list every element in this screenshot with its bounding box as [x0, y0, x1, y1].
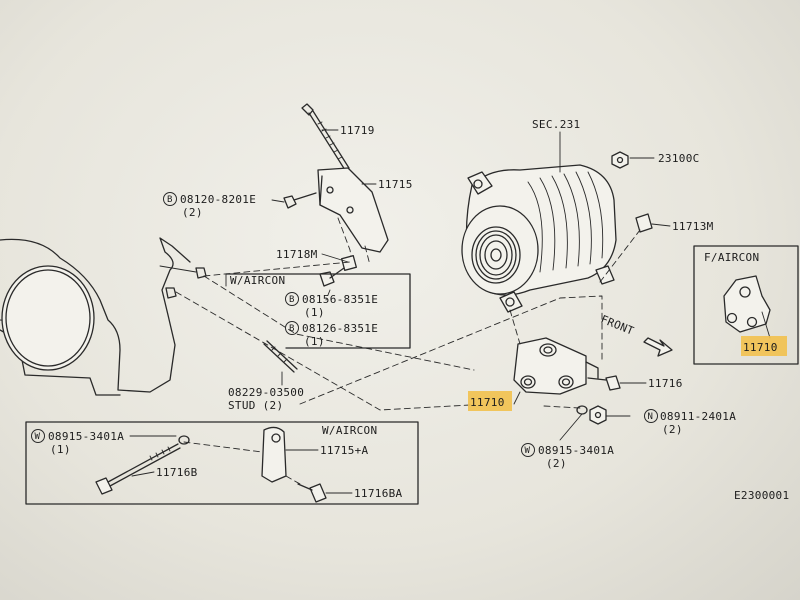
svg-text:B: B	[167, 195, 173, 205]
svg-text:B: B	[289, 295, 295, 305]
label-11719: 11719	[340, 124, 375, 137]
circle-b-08126: B	[285, 321, 299, 335]
label-08911: 08911-2401A	[660, 410, 736, 423]
label-08915-left-qty: (1)	[50, 443, 71, 456]
highlight-11710-main	[468, 391, 512, 411]
label-08120-qty: (2)	[182, 206, 203, 219]
circle-b-08120: B	[163, 192, 177, 206]
assembly-dashed-lines	[175, 229, 641, 411]
label-11716b: 11716B	[156, 466, 198, 479]
circle-w-08915-left: W	[31, 429, 45, 443]
faircon-box	[693, 245, 799, 365]
label-11716: 11716	[648, 377, 683, 390]
label-11716ba: 11716BA	[354, 487, 403, 500]
label-11713m: 11713M	[672, 220, 714, 233]
nut-08911	[589, 405, 631, 425]
label-08915-right-qty: (2)	[546, 457, 567, 470]
label-11715: 11715	[378, 178, 413, 191]
label-08911-qty: (2)	[662, 423, 683, 436]
waircon-box-2	[25, 421, 419, 505]
label-08126: 08126-8351E	[302, 322, 378, 335]
bracket-11715	[317, 167, 389, 266]
label-08915-left: 08915-3401A	[48, 430, 124, 443]
circle-n-08911: N	[644, 409, 658, 423]
leader-lines	[131, 129, 521, 477]
waircon-box-1	[225, 273, 411, 349]
circle-b-08156: B	[285, 292, 299, 306]
label-11710-main: 11710	[470, 396, 505, 409]
highlight-11710-faircon	[741, 336, 787, 356]
label-08229: 08229-03500	[228, 386, 304, 399]
front-arrow: FRONT	[599, 313, 673, 357]
bolt-08120	[283, 192, 317, 209]
label-08156-qty: (1)	[304, 306, 325, 319]
alternator	[461, 131, 617, 313]
svg-text:N: N	[648, 412, 654, 422]
label-08156: 08156-8351E	[302, 293, 378, 306]
svg-text:B: B	[289, 324, 295, 334]
bolt-08156-part	[319, 267, 345, 287]
nut-23100c	[611, 151, 655, 169]
label-sec231: SEC.231	[532, 118, 580, 131]
label-08126-qty: (1)	[304, 335, 325, 348]
label-11715a: 11715+A	[320, 444, 369, 457]
label-faircon: F/AIRCON	[704, 251, 759, 264]
svg-text:W: W	[35, 432, 41, 442]
label-08915-right: 08915-3401A	[538, 444, 614, 457]
label-waircon-2: W/AIRCON	[322, 424, 377, 437]
engine-bolts	[159, 265, 207, 299]
label-23100c: 23100C	[658, 152, 700, 165]
label-08229-stud: STUD (2)	[228, 399, 283, 412]
label-08120: 08120-8201E	[180, 193, 256, 206]
bolt-11716	[587, 375, 647, 391]
label-diagram-code: E2300001	[734, 489, 789, 502]
pulley-disc	[1, 265, 95, 371]
clip-11713m	[635, 213, 671, 233]
bolt-11718m	[341, 255, 357, 271]
bracket-11710	[513, 337, 599, 395]
bolt-11719	[301, 103, 350, 171]
label-11718m: 11718M	[276, 248, 318, 261]
label-11710-faircon: 11710	[743, 341, 778, 354]
stud-08229	[263, 340, 298, 386]
svg-text:W: W	[525, 446, 531, 456]
washer-08915-right	[559, 405, 588, 441]
label-waircon-1: W/AIRCON	[230, 274, 285, 287]
circle-w-08915-right: W	[521, 443, 535, 457]
front-label: FRONT	[599, 313, 636, 338]
